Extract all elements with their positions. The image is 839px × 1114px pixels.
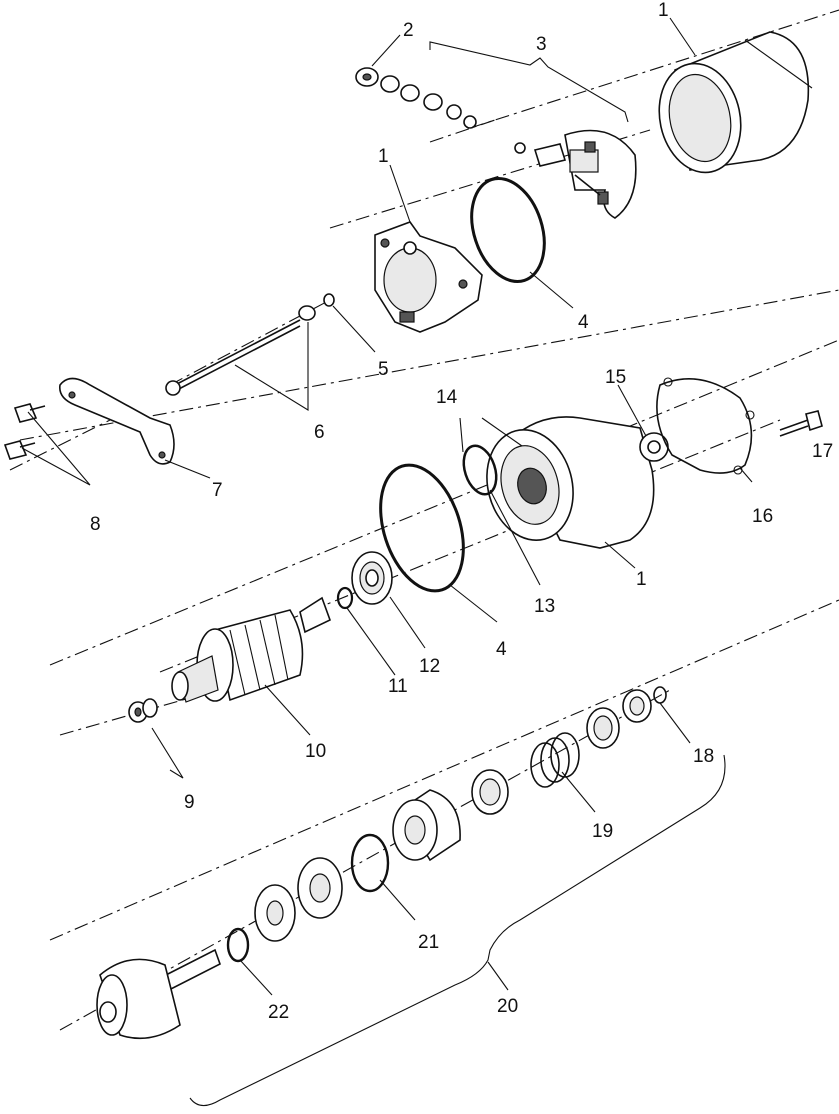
through-bolts (165, 305, 316, 396)
clutch-gear (350, 789, 461, 893)
pinion-assembly (96, 857, 343, 1040)
callout-4-upper: 4 (578, 312, 589, 333)
callout-3: 3 (536, 34, 547, 55)
screws (3, 403, 46, 460)
callout-19: 19 (592, 821, 613, 842)
collar-18 (586, 686, 667, 749)
callout-14: 14 (436, 387, 458, 408)
callout-7: 7 (212, 480, 223, 501)
end-cover (374, 221, 483, 333)
spring-19 (471, 732, 580, 815)
callout-18: 18 (693, 746, 714, 767)
callout-1-yoke: 1 (658, 0, 669, 21)
callout-17: 17 (812, 441, 833, 462)
callout-9: 9 (184, 792, 195, 813)
callout-22: 22 (268, 1002, 289, 1023)
brush-holder (514, 129, 637, 219)
callout-20: 20 (497, 996, 518, 1017)
callout-21: 21 (418, 932, 439, 953)
bearing-12 (351, 551, 393, 605)
callout-labels: 1 2 3 1 4 5 6 7 8 14 15 16 17 13 1 4 12 … (90, 0, 833, 1023)
snap-ring-11 (336, 586, 354, 610)
callout-11: 11 (388, 676, 408, 697)
callout-4-lower: 4 (496, 639, 507, 660)
callout-13: 13 (534, 596, 555, 617)
callout-5: 5 (378, 359, 389, 380)
callout-6: 6 (314, 422, 325, 443)
yoke-housing (658, 31, 813, 174)
o-ring-13 (462, 444, 498, 496)
callout-1-end-cover: 1 (378, 146, 389, 167)
leader-lines (21, 17, 753, 1107)
bracket (58, 377, 175, 465)
callout-12: 12 (419, 656, 440, 677)
armature (171, 596, 331, 703)
o-ring-lower (379, 463, 465, 593)
callout-2: 2 (403, 20, 414, 41)
nuts-washers (355, 67, 477, 129)
front-housing (486, 416, 655, 549)
callout-15: 15 (605, 367, 626, 388)
callout-1-housing: 1 (636, 569, 647, 590)
gasket (656, 378, 753, 474)
callout-16: 16 (752, 506, 773, 527)
thrust-washers (128, 698, 158, 723)
callout-10: 10 (305, 741, 326, 762)
bolt-17 (779, 410, 823, 437)
callout-8: 8 (90, 514, 101, 535)
small-seal (323, 293, 335, 307)
o-ring-upper (470, 177, 546, 283)
